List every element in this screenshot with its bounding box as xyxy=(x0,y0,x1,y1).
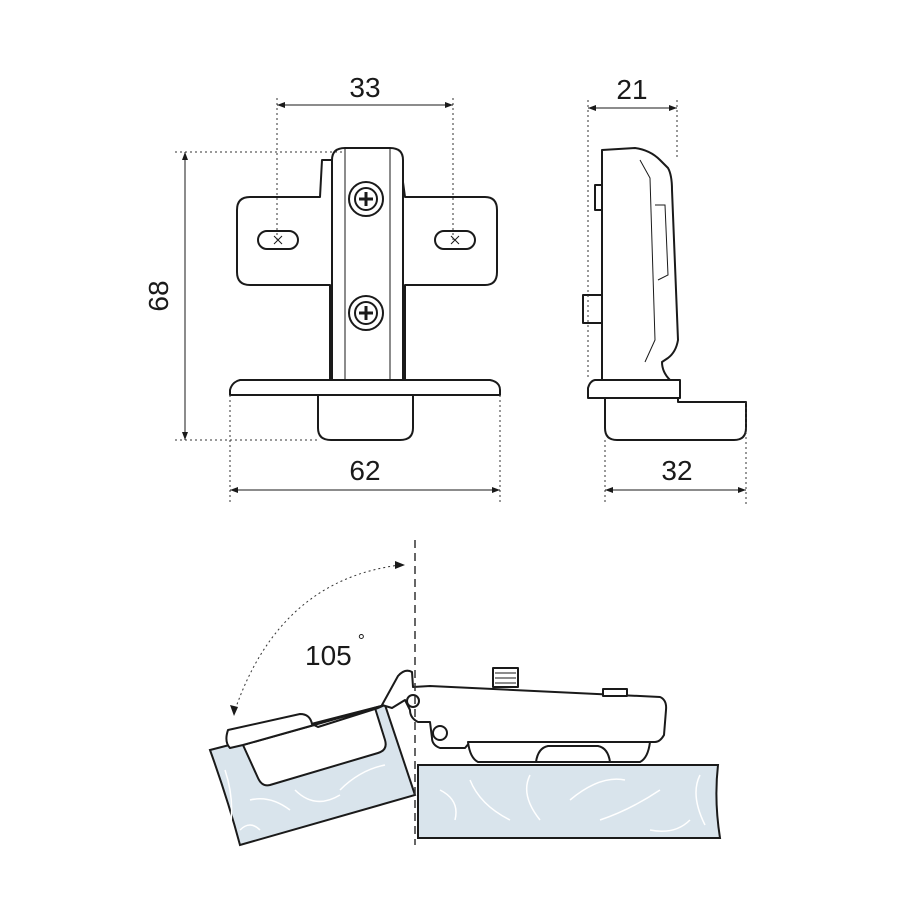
hinge-pivot-bottom xyxy=(432,725,448,741)
screw-icon-bottom xyxy=(348,295,384,331)
side-dimensions: 21 32 xyxy=(587,74,747,505)
dimension-33-label: 33 xyxy=(349,72,380,103)
front-view xyxy=(229,147,501,441)
base-flange xyxy=(229,379,501,396)
side-view xyxy=(582,147,747,441)
angle-label: 105° xyxy=(305,631,365,671)
adjust-screw-side xyxy=(582,294,603,324)
hinge-arm-open xyxy=(381,669,668,749)
hinge-cup-side xyxy=(604,397,747,441)
dimension-62-label: 62 xyxy=(349,455,380,486)
hinge-body-side xyxy=(601,147,679,381)
screw-icon-top xyxy=(348,181,384,217)
angle-arrowheads xyxy=(230,561,405,716)
cabinet-side-panel xyxy=(417,764,722,839)
base-flange-side xyxy=(587,379,681,399)
top-tab xyxy=(602,688,628,697)
dimension-32-label: 32 xyxy=(661,455,692,486)
hinge-cup-open xyxy=(242,707,387,787)
dimension-21-label: 21 xyxy=(616,74,647,105)
front-dimensions: 33 68 62 xyxy=(143,72,501,505)
dimension-68-label: 68 xyxy=(143,280,174,311)
door-cup-rim xyxy=(225,704,386,749)
opening-view: 105° xyxy=(208,540,722,847)
side-tab xyxy=(594,184,603,211)
hinge-cup-front xyxy=(317,394,414,441)
angle-arc xyxy=(234,564,401,711)
hinge-pivot-top xyxy=(406,694,420,708)
